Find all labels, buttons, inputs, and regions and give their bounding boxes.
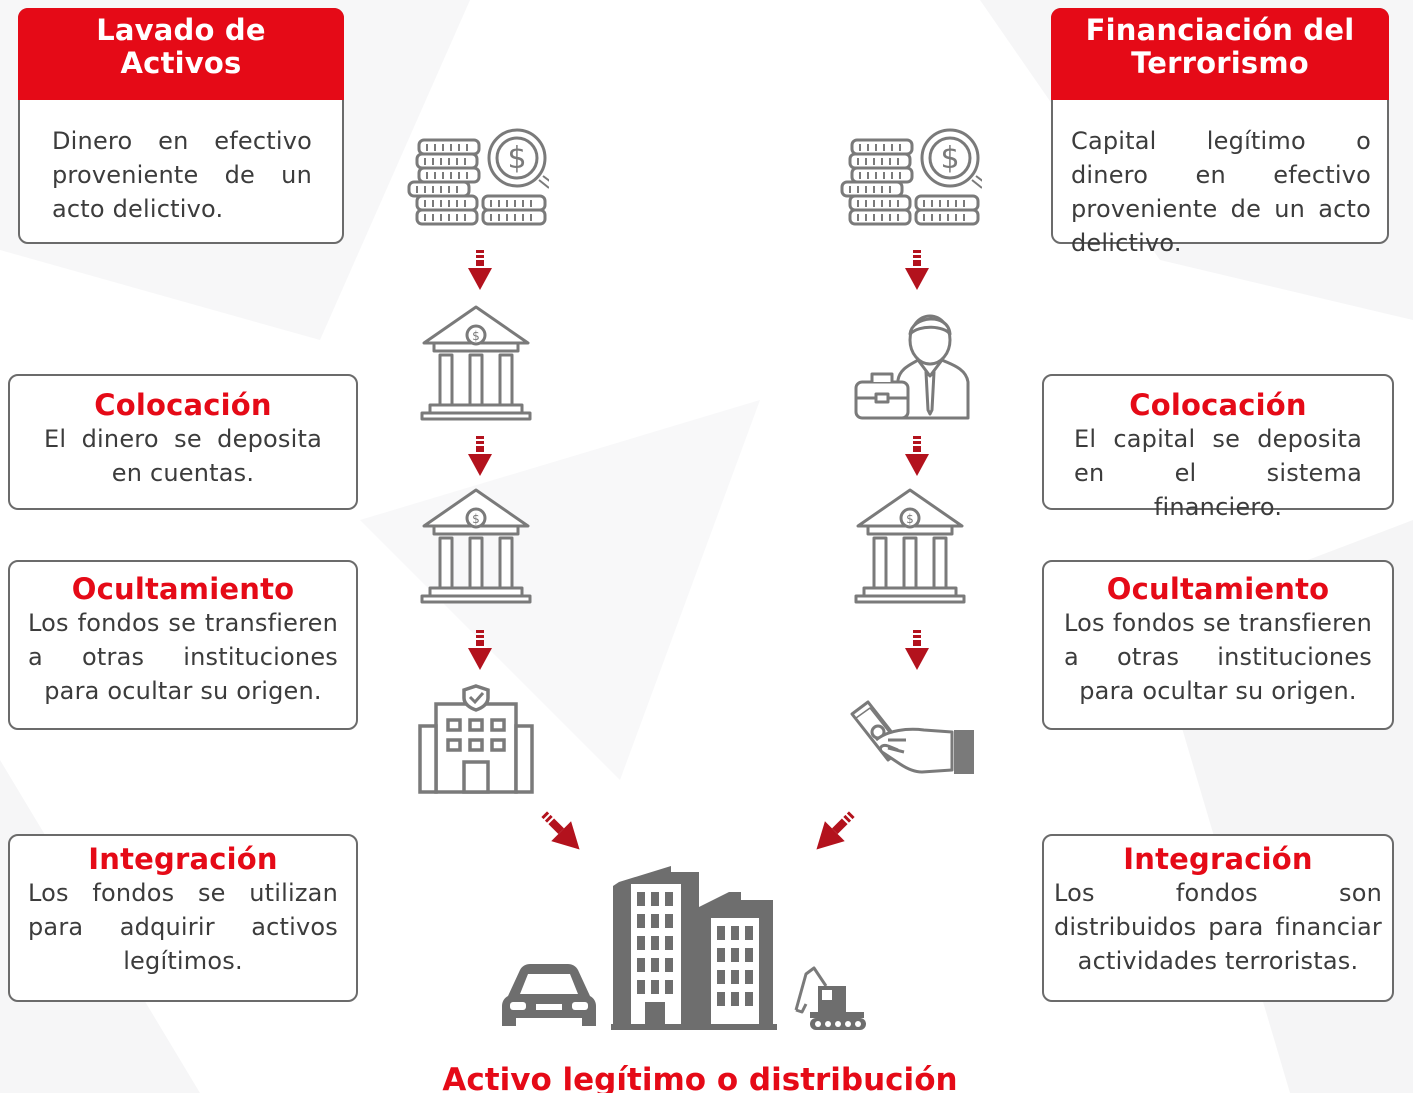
left-step-text: Los fondos se utilizan para adquirir act… [28, 879, 338, 975]
right-step-text: Los fondos son distribuidos para financi… [1054, 879, 1382, 975]
left-header: Lavado de Activos [18, 8, 344, 100]
right-step-title: Integración [1123, 842, 1313, 876]
right-step-text: El capital se deposita en el sistema fin… [1074, 425, 1362, 521]
right-intro-text: Capital legítimo o dinero en efectivo pr… [1071, 127, 1371, 257]
right-step-ocultamiento: Ocultamiento Los fondos se transfieren a… [1042, 560, 1394, 730]
cash-hand-icon [850, 700, 974, 774]
right-header: Financiación del Terrorismo [1051, 8, 1389, 100]
skyscrapers-icon [611, 866, 777, 1030]
left-step-ocultamiento: Ocultamiento Los fondos se transfieren a… [8, 560, 358, 730]
arrow-down-icon [468, 250, 492, 290]
excavator-icon [794, 966, 866, 1030]
right-step-colocacion: Colocación El capital se deposita en el … [1042, 374, 1394, 521]
businessman-icon [854, 314, 970, 420]
coins-icon [407, 128, 549, 226]
right-step-title: Colocación [1129, 388, 1307, 422]
left-step-integracion: Integración Los fondos se utilizan para … [8, 834, 358, 1002]
right-step-integracion: Integración Los fondos son distribuidos … [1042, 834, 1394, 1002]
bank-icon [420, 305, 532, 421]
left-intro-box: Lavado de Activos Dinero en efectivo pro… [18, 8, 344, 244]
final-result-label: Activo legítimo o distribución [442, 1062, 958, 1093]
left-step-title: Integración [88, 842, 278, 876]
arrow-down-icon [468, 630, 492, 670]
coins-icon [840, 128, 982, 226]
left-step-text: El dinero se deposita en cuentas. [44, 425, 322, 487]
right-step-text: Los fondos se transfieren a otras instit… [1064, 609, 1372, 705]
bank-icon [854, 488, 966, 604]
left-intro-text: Dinero en efectivo proveniente de un act… [52, 127, 312, 223]
car-icon [502, 964, 596, 1026]
office-building-icon [418, 684, 534, 794]
arrow-diagonal-right-icon [541, 811, 580, 850]
bank-icon [420, 488, 532, 604]
right-intro-box: Financiación del Terrorismo Capital legí… [1051, 8, 1389, 257]
arrow-down-icon [905, 436, 929, 476]
left-step-text: Los fondos se transfieren a otras instit… [28, 609, 338, 705]
arrow-diagonal-left-icon [816, 811, 855, 850]
right-step-title: Ocultamiento [1106, 572, 1330, 606]
arrow-down-icon [905, 250, 929, 290]
left-step-title: Colocación [94, 388, 272, 422]
left-step-title: Ocultamiento [71, 572, 295, 606]
arrow-down-icon [468, 436, 492, 476]
left-step-colocacion: Colocación El dinero se deposita en cuen… [8, 374, 358, 510]
arrow-down-icon [905, 630, 929, 670]
